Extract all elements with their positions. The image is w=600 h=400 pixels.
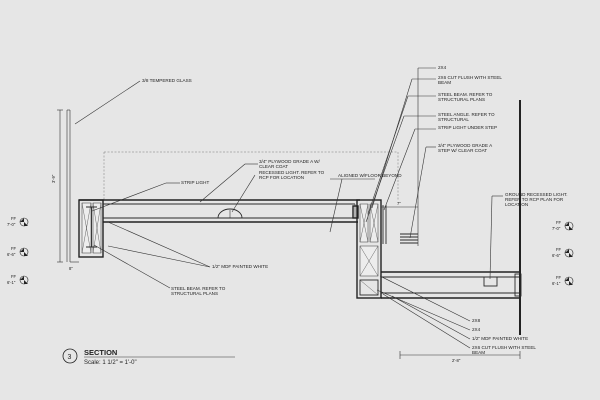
svg-text:FF: FF [556,275,562,280]
recessed-light-note-line2: RCP FOR LOCATION [259,175,304,180]
recessed-light [217,208,243,219]
glass-height-label: 3'-9" [51,174,56,183]
tempered-glass-note: 3/8 TEMPERED GLASS [142,78,192,83]
leader-lines [74,67,503,349]
svg-text:FF: FF [556,247,562,252]
mdf-left-note: 1/2" MDF PAINTED WHITE [212,264,268,269]
svg-text:6'-6": 6'-6" [552,253,561,258]
recessed-light-note-line1: RECESSED LIGHT. REFER TO [259,170,325,175]
aligned-floor-note: ALIGNED W/FLOOR BEYOND [338,173,402,178]
svg-text:6'-1": 6'-1" [7,280,16,285]
section-number: 3 [68,354,72,361]
plywood-note-line2: CLEAR COAT [259,164,288,169]
plywood-step-line2: STEP W/ CLEAR COAT [438,148,487,153]
strip-light-note: STRIP LIGHT [181,180,209,185]
floor-slab [79,199,360,223]
twobysix-bottom-line2: BEAM [472,350,485,355]
steel-beam-right-line2: STRUCTURAL PLANS [438,97,485,102]
strip-light-step-note: STRIP LIGHT UNDER STEP [438,125,497,130]
elevation-marker: FF 7'-0" [7,216,29,227]
twobyfour-top-note: 2X4 [438,65,447,70]
twobyeight-note: 2X8 [472,318,481,323]
step-strip-light [400,233,418,244]
svg-text:FF: FF [11,216,17,221]
steel-angle-line1: STEEL ANGLE. REFER TO [438,112,495,117]
svg-text:FF: FF [556,220,562,225]
right-beam-assembly [356,199,382,299]
steel-angle-line2: STRUCTURAL [438,117,469,122]
step-bracket [352,205,387,244]
step-depth-dimension: 7" [381,201,418,208]
left-gap-dimension: 8" [69,261,79,271]
elevation-marker: FF 6'-1" [552,275,574,286]
annotations: 3/8 TEMPERED GLASS 3/4" PLYWOOD GRADE A … [142,65,568,355]
step-depth-label: 7" [397,201,401,206]
right-steel-column [514,100,522,335]
ground-light-line1: GROUND RECESSED LIGHT. [505,192,568,197]
drawing-scale: Scale: 1 1/2" = 1'-0" [84,360,137,366]
elevation-marker: FF 6'-1" [7,274,29,285]
svg-text:FF: FF [11,274,17,279]
lower-floor [381,271,520,299]
steel-beam-left-line1: STEEL BEAM. REFER TO [171,286,226,291]
twobysix-bottom-line1: 2X6 CUT FLUSH WITH STEEL [472,345,536,350]
svg-text:7'-0": 7'-0" [552,226,561,231]
ground-light-line3: LOCATION [505,202,528,207]
elevation-marker: FF 7'-0" [552,220,574,231]
left-beam-assembly [78,199,104,258]
step-width-label: 2'-8" [452,358,461,363]
background-outline [103,151,399,200]
svg-text:6'-6": 6'-6" [7,252,16,257]
section-number-bubble [62,348,78,364]
twobysix-top-line2: BEAM [438,80,451,85]
svg-text:7'-0": 7'-0" [7,222,16,227]
tempered-glass-panel [66,109,71,262]
elevation-marker: FF 6'-6" [7,246,29,257]
elevation-marker: FF 6'-6" [552,247,574,258]
elevation-markers: FF 7'-0" FF 6'-6" FF 6'-1" FF 7'-0" [7,216,574,286]
plywood-note-line1: 3/4" PLYWOOD GRADE A W/ [259,159,320,164]
step-width-dimension: 2'-8" [399,351,521,363]
ground-light-line2: REFER TO RCP PLAN FOR [505,197,564,202]
svg-text:6'-1": 6'-1" [552,281,561,286]
glass-height-dimension: 3'-9" [51,109,63,263]
left-gap-label: 8" [69,266,73,271]
drawing-title: SECTION [84,348,117,357]
svg-text:FF: FF [11,246,17,251]
twobysix-top-line1: 2X6 CUT FLUSH WITH STEEL [438,75,502,80]
steel-beam-right-line1: STEEL BEAM. REFER TO [438,92,493,97]
plywood-step-line1: 3/4" PLYWOOD GRADE A [438,143,493,148]
twobyfour-bottom-note: 2X4 [472,327,481,332]
mdf-right-note: 1/2" MDF PAINTED WHITE [472,336,528,341]
title-block: 3 SECTION Scale: 1 1/2" = 1'-0" [62,348,235,366]
steel-beam-left-line2: STRUCTURAL PLANS [171,291,218,296]
